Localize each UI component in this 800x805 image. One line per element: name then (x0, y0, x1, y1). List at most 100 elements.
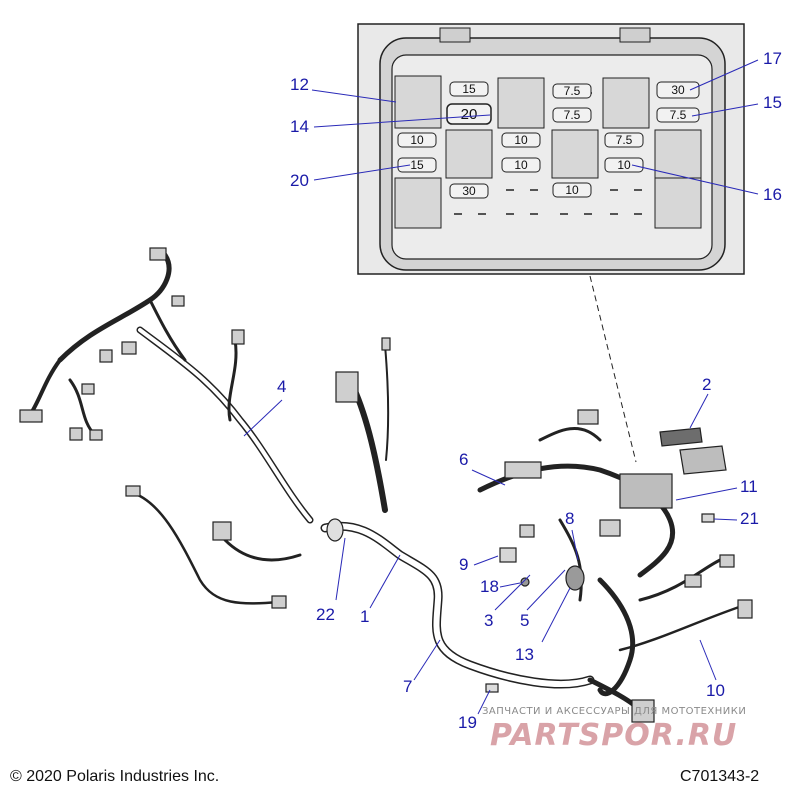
connector-n (719, 554, 735, 568)
branch-upper-left (57, 252, 172, 363)
branch-far-left (28, 358, 62, 417)
fuse-10-mid-c: 10 (552, 182, 592, 198)
watermark-tagline: ЗАПЧАСТИ И АКСЕССУАРЫ ДЛЯ МОТОТЕХНИКИ (482, 706, 747, 717)
cable-right-long (618, 603, 747, 652)
connector-f (231, 329, 245, 345)
watermark-logo: PARTSPOR.RU (490, 718, 738, 753)
leader-19 (477, 689, 491, 715)
leader-22 (335, 537, 346, 601)
fuse-box-cover (679, 445, 727, 475)
relay-6 (602, 77, 650, 129)
part-9-cover (499, 547, 517, 563)
relay-8 (654, 177, 702, 229)
leader-9 (473, 555, 499, 566)
fuse-10-left: 10 (397, 132, 437, 148)
fuse-label: 10 (514, 158, 528, 172)
fuse-30-right: 30 (656, 81, 700, 99)
relay-2 (394, 177, 442, 229)
cable-thin-vertical (384, 344, 390, 461)
callout-9: 9 (459, 555, 469, 574)
leader-12 (311, 89, 397, 103)
leader-1 (369, 554, 401, 609)
leader-8 (571, 529, 579, 561)
cable-connector-drop (223, 538, 302, 562)
callout-19: 19 (458, 713, 477, 732)
callout-7: 7 (403, 677, 413, 696)
leader-7 (413, 639, 441, 681)
harness-right-loop (597, 577, 636, 697)
connector-m (737, 599, 753, 619)
callout-4: 4 (277, 377, 287, 396)
connector-bottom (631, 699, 655, 723)
leader-21 (713, 518, 738, 521)
leader-4 (243, 399, 283, 437)
connector-thin-top (381, 337, 391, 351)
fuse-10-mid-right: 10 (604, 157, 644, 173)
fuse-label: 7.5 (670, 108, 687, 122)
projection-line (589, 275, 637, 463)
leader-18 (499, 582, 521, 588)
connector-large-top (335, 371, 359, 403)
leader-13 (541, 587, 571, 643)
connector-g (125, 485, 141, 497)
callout-2: 2 (702, 375, 712, 394)
callout-17: 17 (763, 49, 782, 68)
callout-20: 20 (290, 171, 309, 190)
fuse-label: 7.5 (564, 108, 581, 122)
callout-3: 3 (484, 611, 494, 630)
callout-12: 12 (290, 75, 309, 94)
leader-lines (243, 59, 759, 715)
callout-10: 10 (706, 681, 725, 700)
leader-5 (526, 569, 566, 611)
connector-h (212, 521, 232, 541)
callout-16: 16 (763, 185, 782, 204)
connector-d (69, 427, 83, 441)
fuse-label: 10 (617, 158, 631, 172)
fuse-label: 10 (514, 133, 528, 147)
callout-8: 8 (565, 509, 575, 528)
leader-2 (689, 393, 709, 429)
callout-22: 22 (316, 605, 335, 624)
grommet-13 (565, 565, 585, 591)
fuse-label: 20 (461, 106, 478, 123)
callout-14: 14 (290, 117, 309, 136)
callout-13: 13 (515, 645, 534, 664)
copyright-notice: © 2020 Polaris Industries Inc. (10, 768, 220, 785)
fuse-label: 30 (462, 184, 476, 198)
callout-5: 5 (520, 611, 530, 630)
leader-20 (313, 164, 411, 181)
connector-right-top (577, 409, 599, 425)
leader-16 (631, 164, 759, 195)
empty-slot-dashes (454, 92, 642, 215)
connector-c (81, 383, 95, 395)
connector-e (89, 429, 103, 441)
fuse-label: 10 (565, 183, 579, 197)
fuse-label: 15 (462, 82, 476, 96)
callout-18: 18 (480, 577, 499, 596)
fuse-10-mid-a: 10 (501, 132, 541, 148)
fuse-7-5-mid-right: 7.5 (604, 132, 644, 148)
grommet-22 (326, 518, 344, 542)
clip-19 (485, 683, 499, 693)
fuse-30-bottom-left: 30 (449, 183, 489, 199)
callout-11: 11 (740, 477, 758, 496)
fuse-label-sheet (659, 427, 703, 447)
connector-j (599, 519, 621, 537)
leader-6 (471, 469, 506, 486)
branch-cable-mid (227, 338, 238, 422)
cable-lower-left (128, 490, 282, 605)
fuse-label: 7.5 (564, 84, 581, 98)
connector-cluster-6 (504, 461, 542, 479)
relay-4 (497, 77, 545, 129)
connector-a (121, 341, 137, 355)
fuse-7-5-right: 7.5 (656, 107, 700, 123)
fuse-10-mid-b: 10 (501, 157, 541, 173)
connector-upper (171, 295, 185, 307)
housing-tab-right (619, 27, 651, 43)
fuse-15-left: 15 (397, 157, 437, 173)
fuse-label: 7.5 (616, 133, 633, 147)
fuse-7-5-a: 7.5 (552, 83, 592, 99)
leader-11 (675, 487, 738, 501)
connector-i (271, 595, 287, 609)
